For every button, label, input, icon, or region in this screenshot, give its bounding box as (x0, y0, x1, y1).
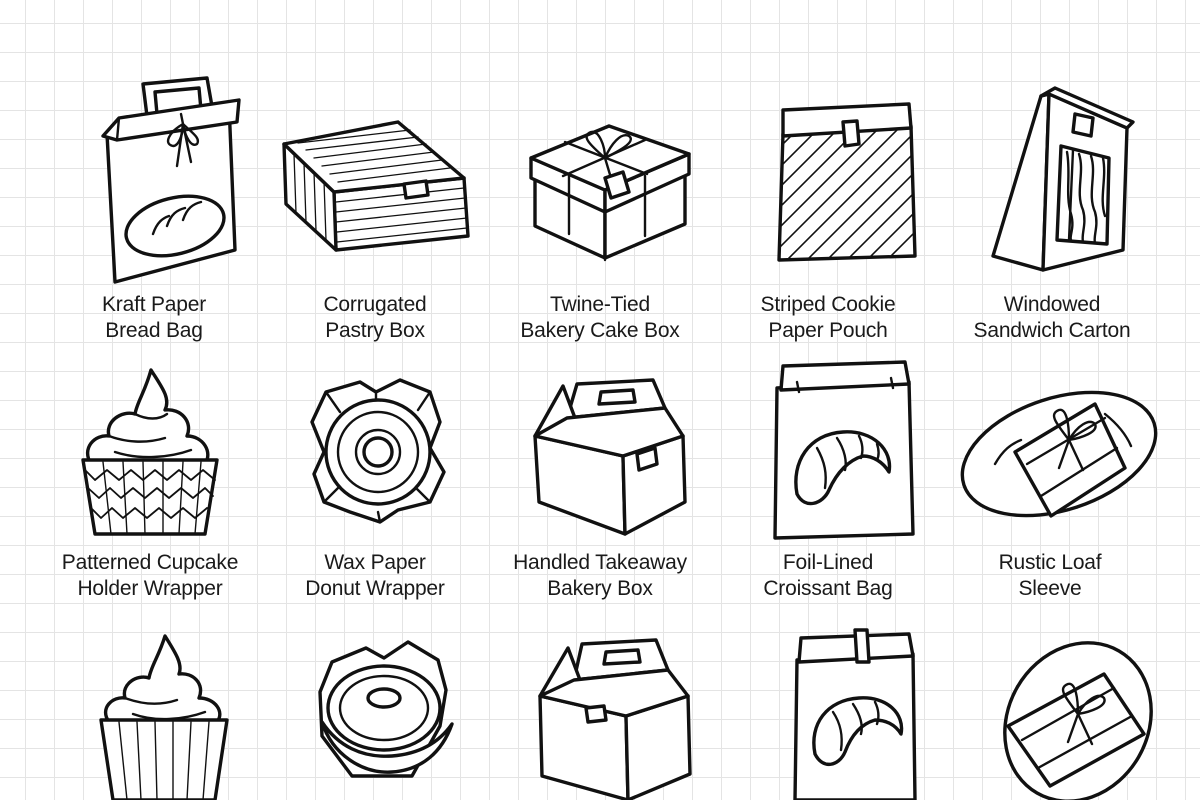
cookie-pouch-icon (777, 102, 917, 262)
croissant-bag-icon (773, 360, 915, 540)
item-label: Twine-Tied Bakery Cake Box (520, 293, 680, 342)
item-label: Windowed Sandwich Carton (973, 293, 1131, 342)
item-corrugated-pastry-box[interactable]: Corrugated Pastry Box (255, 74, 495, 344)
item-patterned-cupcake-wrapper[interactable]: Patterned Cupcake Holder Wrapper (30, 352, 270, 602)
croissant-bag-icon (793, 628, 917, 800)
item-kraft-paper-bread-bag[interactable]: Kraft Paper Bread Bag (34, 74, 274, 344)
takeaway-box-icon (533, 378, 687, 536)
loaf-sleeve-icon (1003, 641, 1153, 800)
donut-wrapper-icon (310, 378, 446, 524)
item-label: Wax Paper Donut Wrapper (305, 551, 445, 600)
item-windowed-sandwich-carton[interactable]: Windowed Sandwich Carton (932, 74, 1172, 344)
item-label: Kraft Paper Bread Bag (101, 293, 207, 342)
item-twine-tied-cake-box[interactable]: Twine-Tied Bakery Cake Box (480, 74, 720, 344)
item-loaf-sleeve-partial[interactable] (964, 626, 1200, 800)
item-striped-cookie-pouch[interactable]: Striped Cookie Paper Pouch (708, 74, 948, 344)
bread-bag-icon (101, 76, 241, 284)
item-label: Handled Takeaway Bakery Box (513, 551, 687, 600)
item-donut-partial[interactable] (262, 626, 502, 800)
cupcake-icon (99, 634, 229, 800)
cake-box-icon (529, 124, 691, 262)
item-cupcake-partial[interactable] (44, 626, 284, 800)
item-rustic-loaf-sleeve[interactable]: Rustic Loaf Sleeve (930, 352, 1170, 602)
item-wax-paper-donut-wrapper[interactable]: Wax Paper Donut Wrapper (255, 352, 495, 602)
pastry-box-icon (282, 120, 470, 252)
item-takeaway-box-partial[interactable] (490, 626, 730, 800)
item-handled-takeaway-box[interactable]: Handled Takeaway Bakery Box (480, 352, 720, 602)
sandwich-carton-icon (991, 86, 1135, 272)
item-label: Corrugated Pastry Box (323, 293, 427, 342)
item-label: Striped Cookie Paper Pouch (760, 293, 896, 342)
loaf-sleeve-icon (960, 390, 1158, 518)
item-croissant-bag-partial[interactable] (722, 626, 962, 800)
cupcake-icon (81, 368, 219, 536)
item-label: Rustic Loaf Sleeve (998, 551, 1102, 600)
donut-wrapper-icon (318, 640, 454, 778)
item-label: Foil-Lined Croissant Bag (763, 551, 893, 600)
item-label: Patterned Cupcake Holder Wrapper (61, 551, 239, 600)
item-foil-lined-croissant-bag[interactable]: Foil-Lined Croissant Bag (708, 352, 948, 602)
takeaway-box-icon (538, 638, 692, 800)
